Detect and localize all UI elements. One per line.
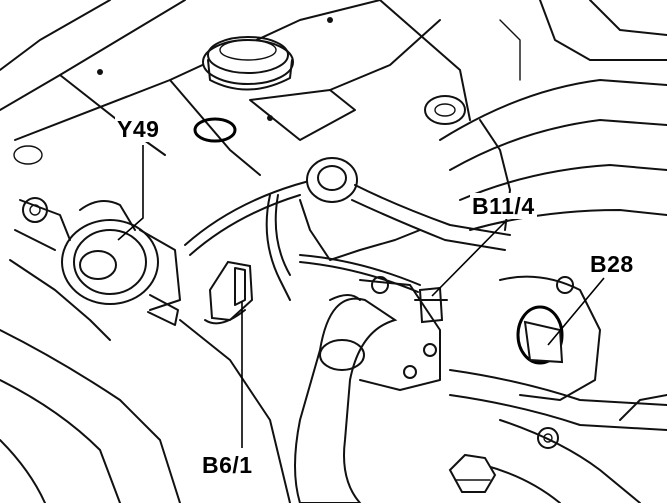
b11-4-leader xyxy=(431,221,506,297)
label-b11-4: B11/4 xyxy=(470,193,537,219)
seal-ring xyxy=(193,117,237,143)
b11-4-sensor xyxy=(359,276,448,391)
engine-bracket xyxy=(299,157,511,261)
y49-component xyxy=(9,145,181,341)
label-y49: Y49 xyxy=(115,116,162,142)
b28-leader xyxy=(547,277,605,346)
wiring-harness xyxy=(184,174,421,301)
y49-leader xyxy=(117,145,144,241)
b6-1-sensor xyxy=(204,260,254,325)
valve-cover xyxy=(0,0,471,176)
label-b28: B28 xyxy=(588,251,636,277)
b28-sensor xyxy=(499,275,601,401)
coolant-hose xyxy=(294,294,398,503)
housing-edge xyxy=(0,329,181,503)
intake-pipe xyxy=(424,0,667,231)
housing-edge-3 xyxy=(0,439,46,503)
label-b6-1: B6/1 xyxy=(200,452,255,478)
housing-edge-2 xyxy=(0,379,121,503)
oil-filler-cap xyxy=(202,36,294,91)
block-edge xyxy=(179,319,291,503)
mounting-nut xyxy=(448,453,497,493)
